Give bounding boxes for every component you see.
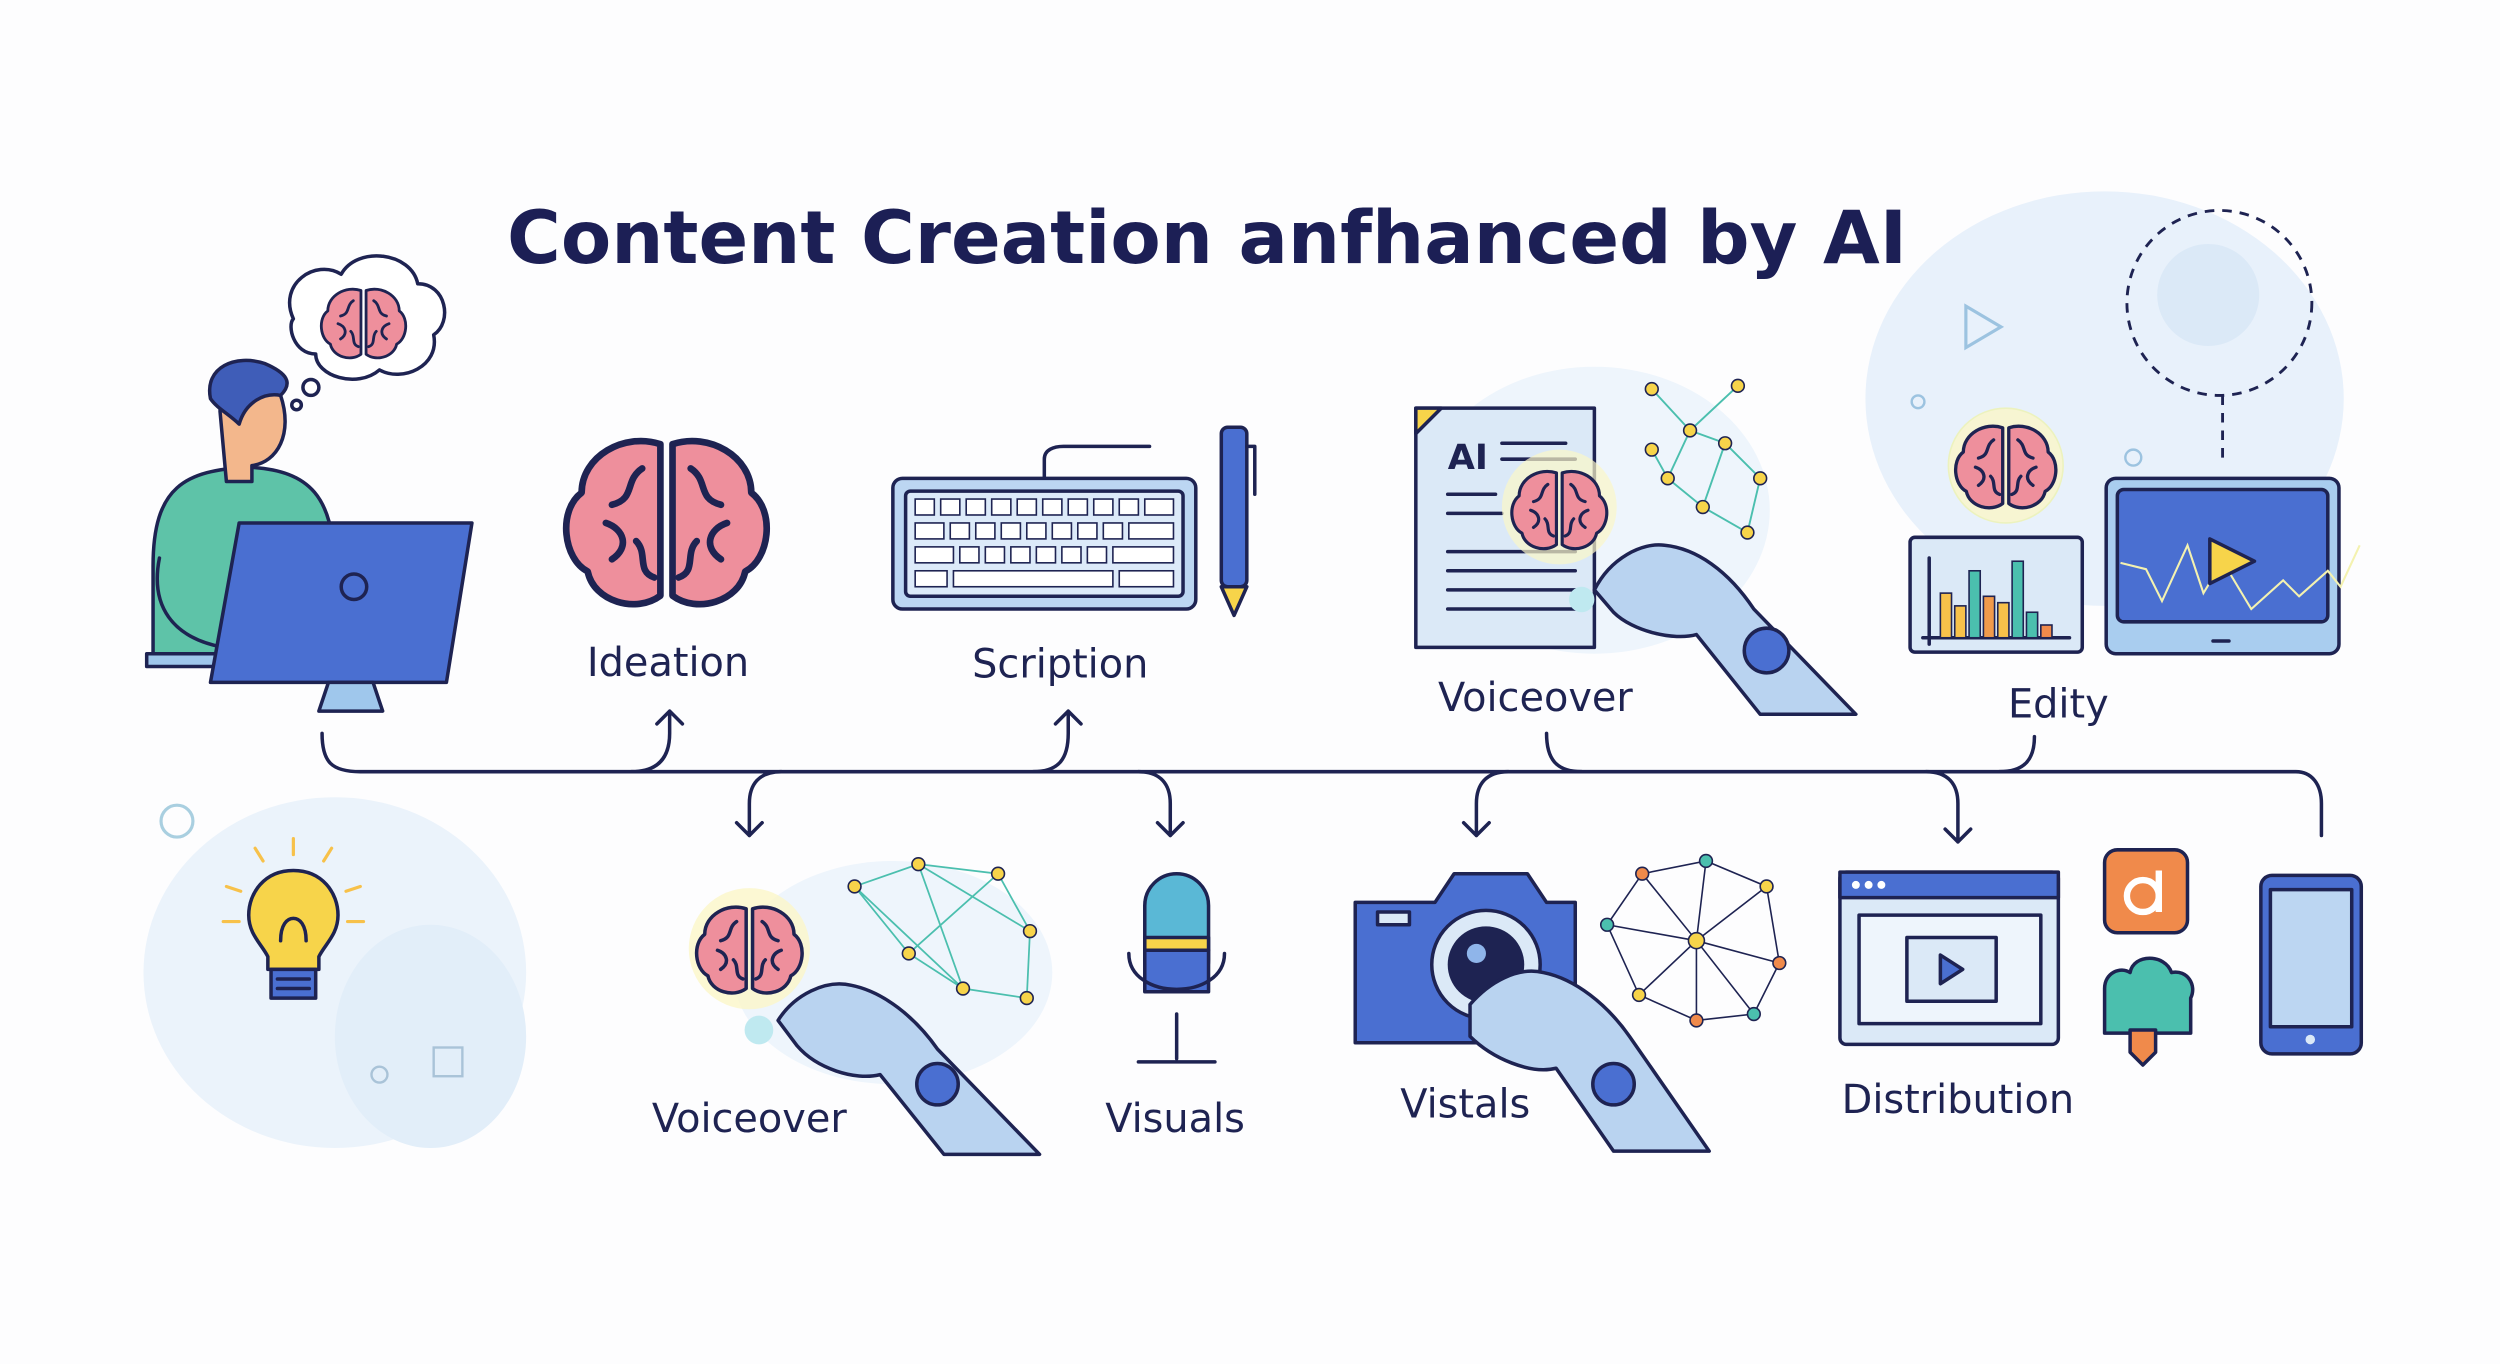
pen-icon bbox=[1219, 425, 1257, 618]
browser-video-icon bbox=[1838, 870, 2061, 1047]
lightbulb-icon bbox=[221, 837, 366, 1000]
network-graph-icon bbox=[1599, 853, 1787, 1028]
network-graph-icon bbox=[1644, 378, 1768, 540]
robot-hand-icon bbox=[1468, 969, 1711, 1153]
page-title: Content Creation anfhanced by AI bbox=[507, 196, 1907, 281]
video-monitor-icon bbox=[2104, 476, 2361, 656]
step-label-voiceover-top: Voiceover bbox=[1438, 675, 1633, 721]
step-label-ideation: Ideation bbox=[587, 640, 749, 686]
robot-hand-icon bbox=[1568, 543, 1858, 717]
ai-document-illustration: AI bbox=[1414, 406, 1617, 650]
keyboard-icon bbox=[891, 444, 1198, 611]
microphone-icon bbox=[1127, 871, 1227, 1064]
brain-icon bbox=[566, 441, 766, 604]
cloud-share-icon bbox=[2102, 956, 2195, 1067]
step-label-visuals: Visuals bbox=[1105, 1096, 1245, 1142]
step-label-scription: Scription bbox=[972, 642, 1148, 688]
document-ai-badge: AI bbox=[1448, 437, 1488, 478]
person-at-computer-illustration bbox=[144, 254, 474, 713]
step-label-vistals: Vistals bbox=[1400, 1082, 1530, 1128]
app-logo-icon bbox=[2102, 848, 2190, 935]
step-label-voiceover-bottom: Voiceover bbox=[652, 1096, 847, 1142]
edit-analytics-illustration bbox=[1908, 209, 2314, 654]
smartphone-icon bbox=[2259, 873, 2364, 1056]
voiceover-ai-illustration bbox=[688, 856, 1042, 1157]
flow-connectors bbox=[320, 709, 2324, 844]
step-label-edity: Edity bbox=[2008, 681, 2109, 727]
step-label-distribution: Distribution bbox=[1842, 1077, 2074, 1123]
